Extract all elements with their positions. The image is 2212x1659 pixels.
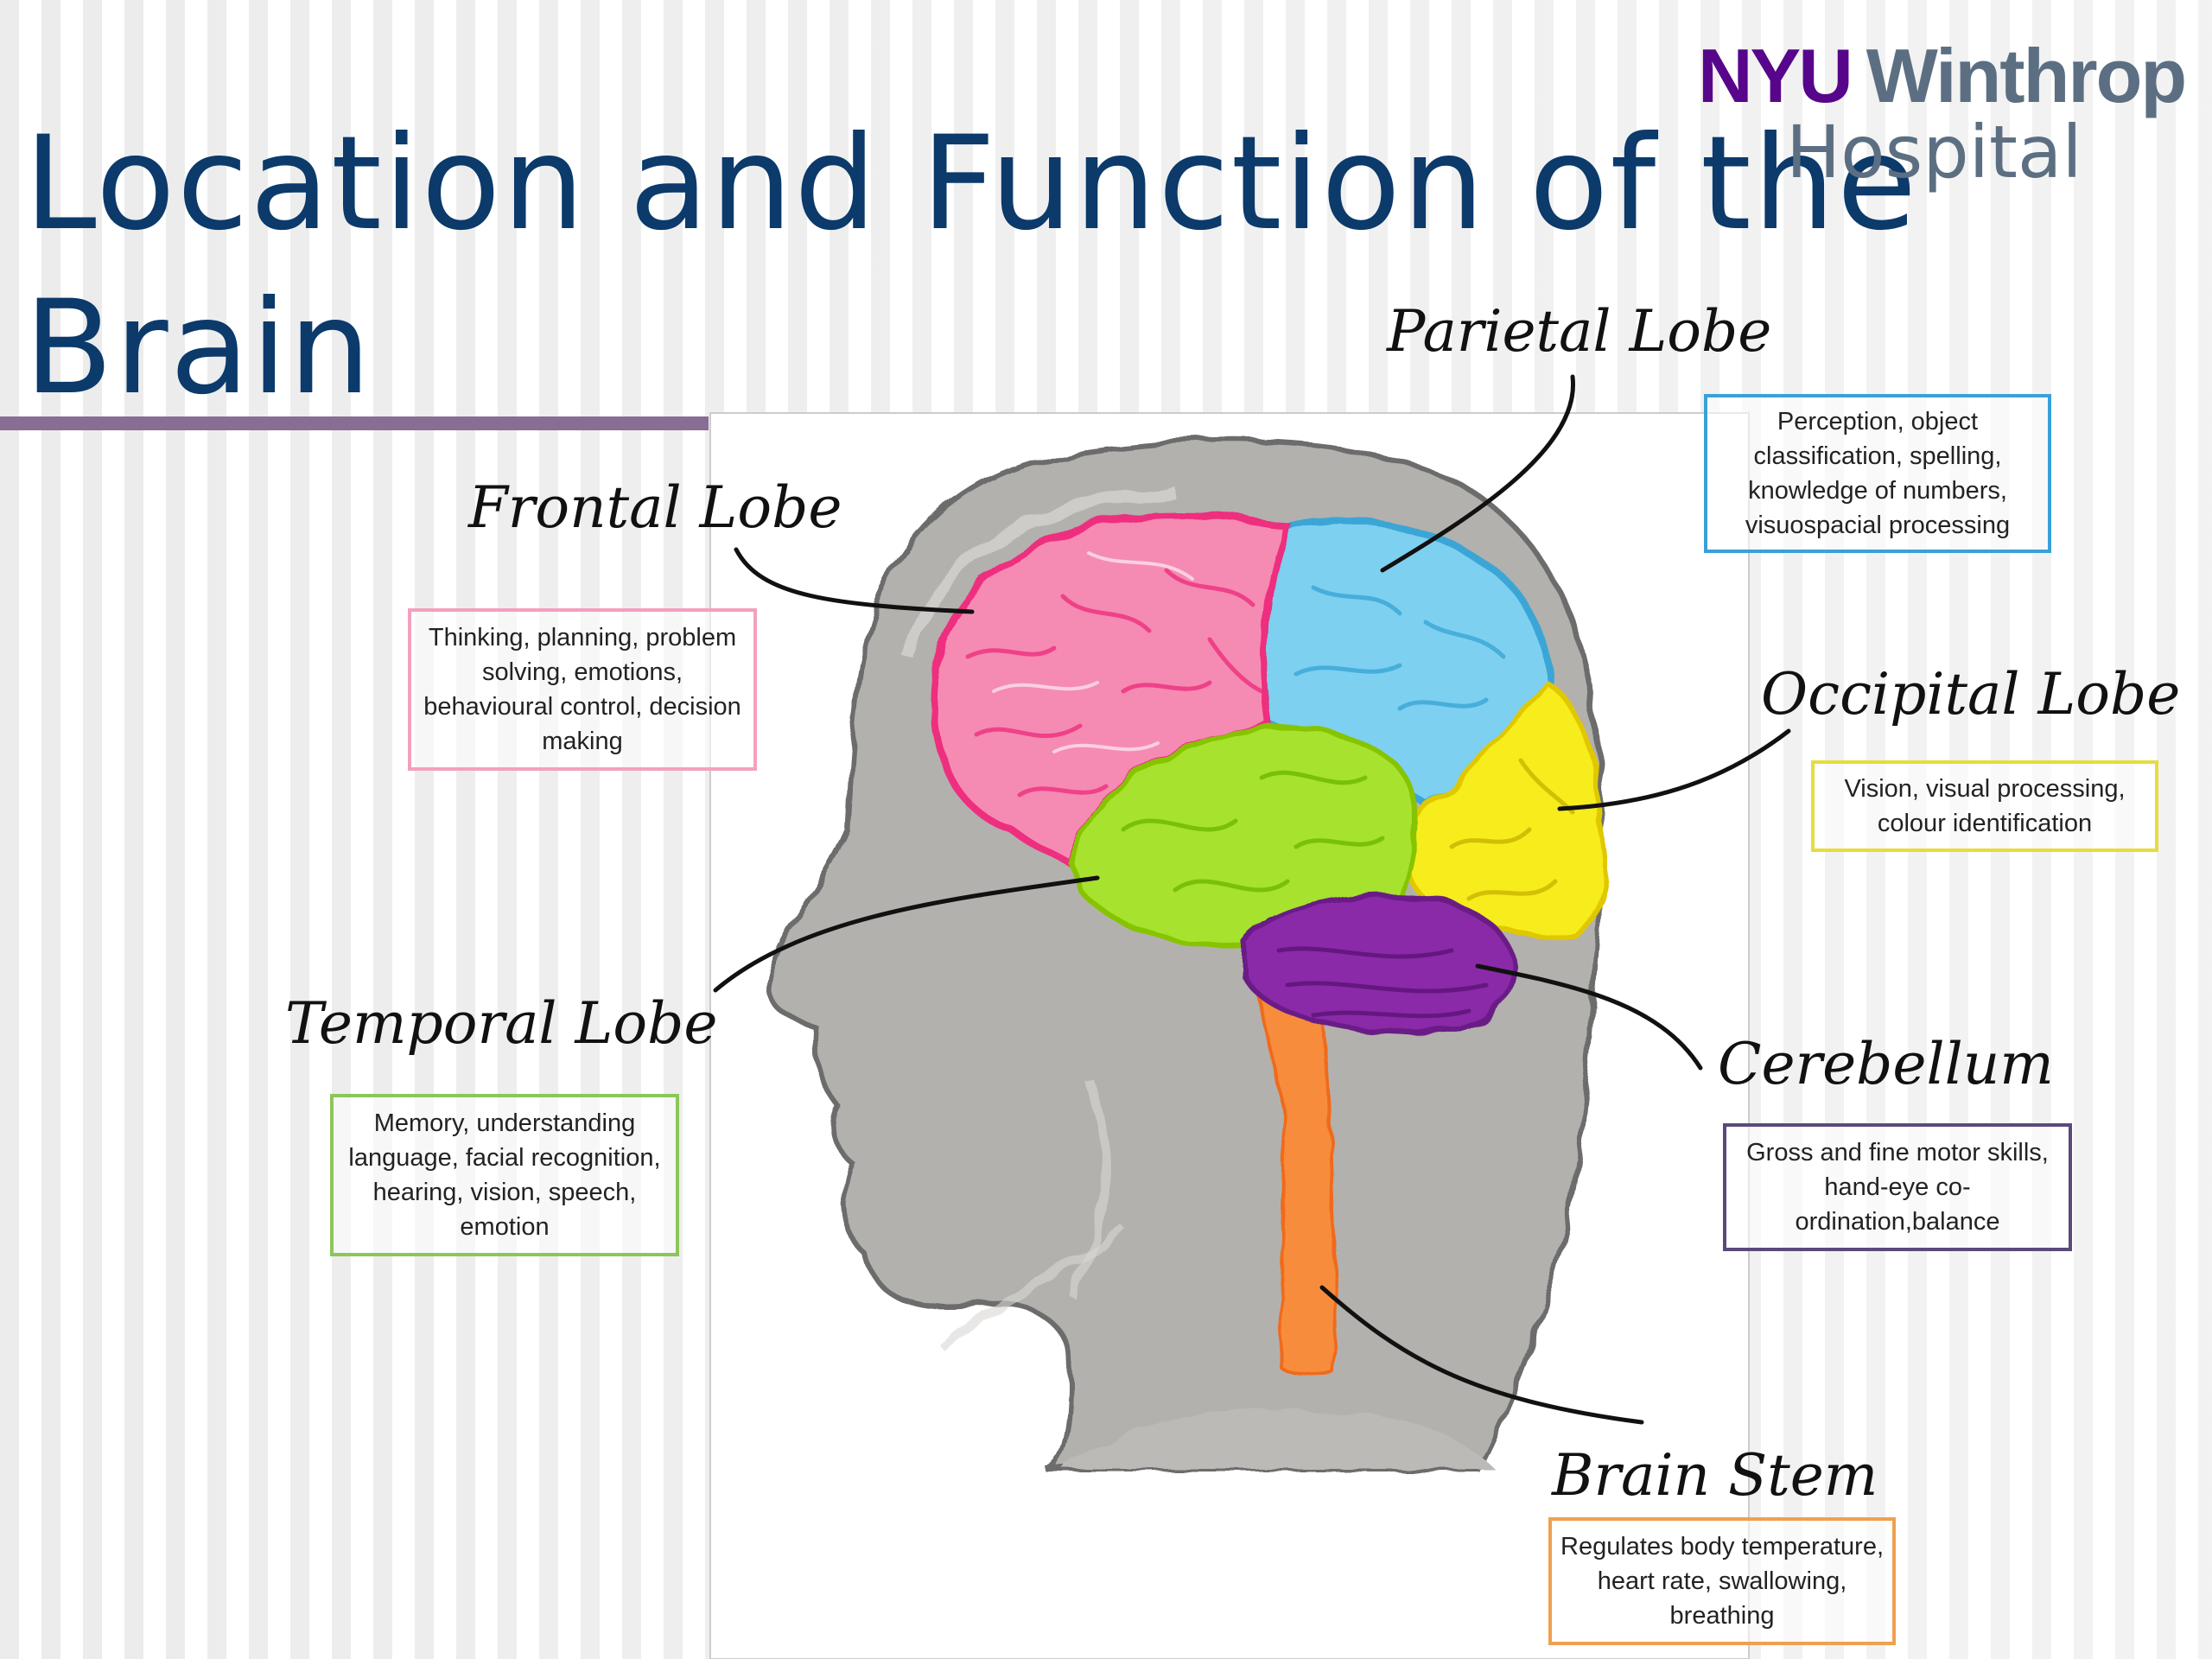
brain-texture	[965, 551, 1575, 1019]
page-title: Location and Function of the Brain	[24, 109, 1919, 423]
occipital-pointer	[1557, 728, 1791, 811]
cerebellum-function-box: Gross and fine motor skills, hand-eye co…	[1723, 1123, 2072, 1251]
brain-stem	[1250, 972, 1338, 1376]
title-underline	[0, 416, 709, 430]
brain-stem-label: Brain Stem	[1552, 1442, 1878, 1509]
pointer-lines	[713, 374, 1791, 1425]
occipital-lobe-function-box: Vision, visual processing, colour identi…	[1811, 760, 2158, 852]
frontal-pointer	[734, 547, 975, 614]
frontal-lobe-label: Frontal Lobe	[468, 474, 842, 541]
cerebellum-pointer	[1475, 963, 1703, 1071]
temporal-pointer	[713, 875, 1100, 993]
temporal-lobe-label: Temporal Lobe	[285, 990, 718, 1057]
cerebellum	[1242, 893, 1516, 1036]
logo-winthrop-text: Winthrop	[1866, 33, 2187, 118]
temporal-lobe-function-box: Memory, understanding language, facial r…	[330, 1094, 679, 1256]
brain-stem-pointer	[1319, 1285, 1644, 1425]
occipital-lobe-label: Occipital Lobe	[1761, 661, 2181, 728]
frontal-lobe-function-box: Thinking, planning, problem solving, emo…	[408, 608, 757, 771]
parietal-pointer	[1380, 374, 1575, 573]
brain-stem-function-box: Regulates body temperature, heart rate, …	[1548, 1517, 1896, 1645]
logo-nyu-text: NYU	[1698, 33, 1853, 118]
logo-hospital-text: Hospital	[1786, 110, 2082, 194]
parietal-lobe-function-box: Perception, object classification, spell…	[1704, 394, 2051, 553]
parietal-lobe-label: Parietal Lobe	[1387, 298, 1772, 365]
cerebellum-label: Cerebellum	[1718, 1031, 2054, 1097]
brain	[929, 512, 1610, 1376]
